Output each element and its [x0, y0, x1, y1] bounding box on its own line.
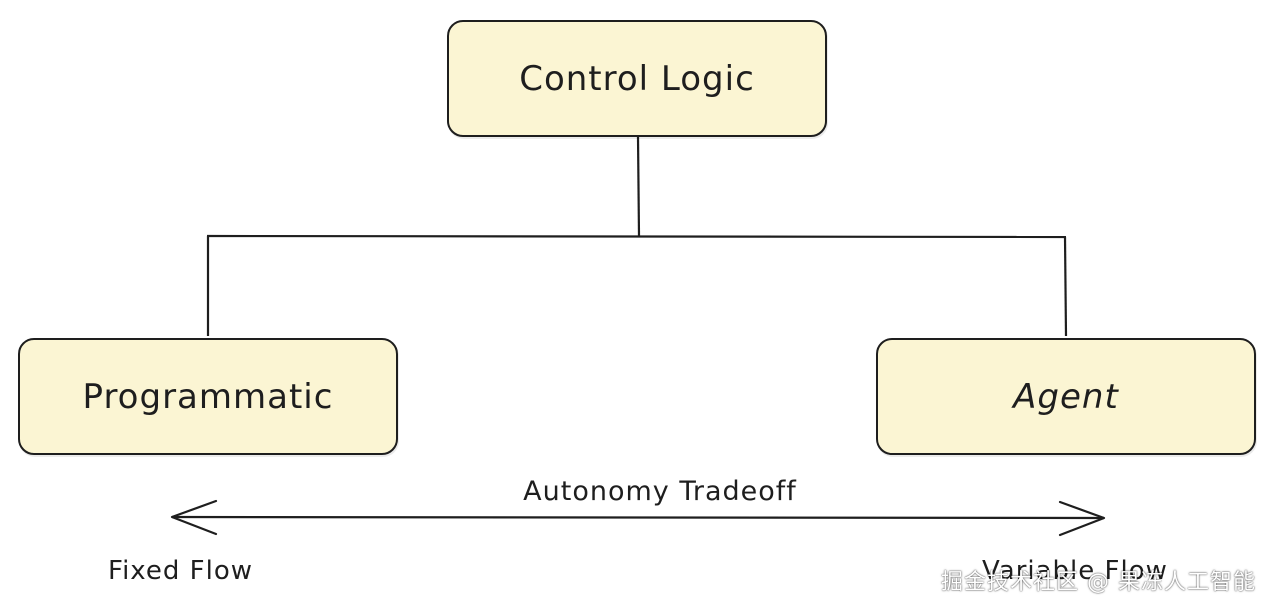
agent-label: Agent [1013, 376, 1119, 417]
programmatic-label: Programmatic [82, 376, 334, 417]
fixed-flow-label: Fixed Flow [108, 556, 253, 586]
agent-node: Agent [876, 338, 1256, 455]
right-connector [1063, 236, 1068, 337]
variable-flow-label: Variable Flow [982, 556, 1168, 586]
root-connector [636, 136, 641, 237]
autonomy-tradeoff-label: Autonomy Tradeoff [523, 476, 797, 507]
autonomy-arrow-right-head [1058, 500, 1106, 537]
programmatic-node: Programmatic [18, 338, 398, 455]
control-logic-label: Control Logic [519, 58, 755, 99]
branch-bar [206, 234, 1067, 239]
watermark: 掘金技术社区 @ 果冻人工智能 [941, 570, 1256, 595]
autonomy-arrow-left-head [170, 499, 218, 536]
control-logic-node: Control Logic [447, 20, 827, 137]
autonomy-arrow-line [171, 515, 1105, 520]
